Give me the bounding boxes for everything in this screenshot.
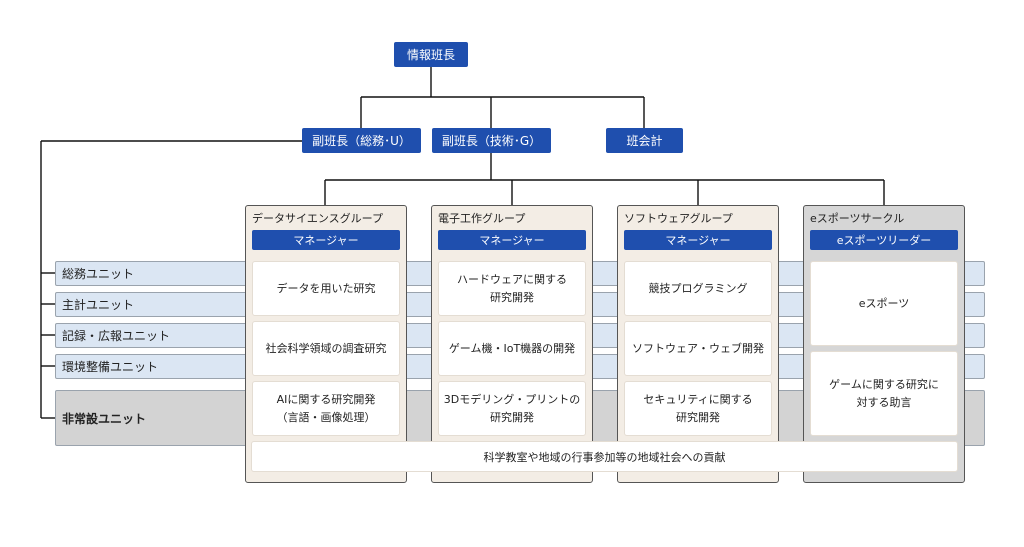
activity-card: ハードウェアに関する 研究開発 [438, 261, 586, 316]
treasurer-box: 班会計 [606, 128, 683, 153]
group-lead: eスポーツリーダー [810, 230, 958, 250]
unit-label-accounting: 主計ユニット [62, 298, 135, 312]
activity-card: データを用いた研究 [252, 261, 400, 316]
group-electronics: 電子工作グループ マネージャー ハードウェアに関する 研究開発 ゲーム機・IoT… [431, 205, 593, 483]
chief-box: 情報班長 [394, 42, 468, 67]
unit-label-general: 総務ユニット [62, 267, 135, 281]
group-title: eスポーツサークル [810, 212, 905, 225]
activity-card: ゲーム機・IoT機器の開発 [438, 321, 586, 376]
activity-card: eスポーツ [810, 261, 958, 346]
activity-card: セキュリティに関する 研究開発 [624, 381, 772, 436]
deputy-general-box: 副班長（総務･U） [302, 128, 421, 153]
unit-label-records: 記録・広報ユニット [62, 329, 171, 343]
community-contribution-card: 科学教室や地域の行事参加等の地域社会への貢献 [251, 441, 958, 472]
group-lead: マネージャー [252, 230, 400, 250]
unit-label-environment: 環境整備ユニット [62, 360, 159, 374]
group-esports: eスポーツサークル eスポーツリーダー eスポーツ ゲームに関する研究に 対する… [803, 205, 965, 483]
activity-card: 社会科学領域の調査研究 [252, 321, 400, 376]
group-software: ソフトウェアグループ マネージャー 競技プログラミング ソフトウェア・ウェブ開発… [617, 205, 779, 483]
unit-label-nonpermanent: 非常設ユニット [62, 411, 147, 426]
group-lead: マネージャー [438, 230, 586, 250]
activity-card: ゲームに関する研究に 対する助言 [810, 351, 958, 436]
group-data-science: データサイエンスグループ マネージャー データを用いた研究 社会科学領域の調査研… [245, 205, 407, 483]
group-title: データサイエンスグループ [252, 212, 384, 225]
activity-card: ソフトウェア・ウェブ開発 [624, 321, 772, 376]
activity-card: 競技プログラミング [624, 261, 772, 316]
deputy-technical-box: 副班長（技術･G） [432, 128, 551, 153]
activity-card: AIに関する研究開発 （言語・画像処理） [252, 381, 400, 436]
activity-card: 3Dモデリング・プリントの 研究開発 [438, 381, 586, 436]
group-lead: マネージャー [624, 230, 772, 250]
group-title: 電子工作グループ [438, 212, 526, 225]
group-title: ソフトウェアグループ [624, 212, 733, 225]
